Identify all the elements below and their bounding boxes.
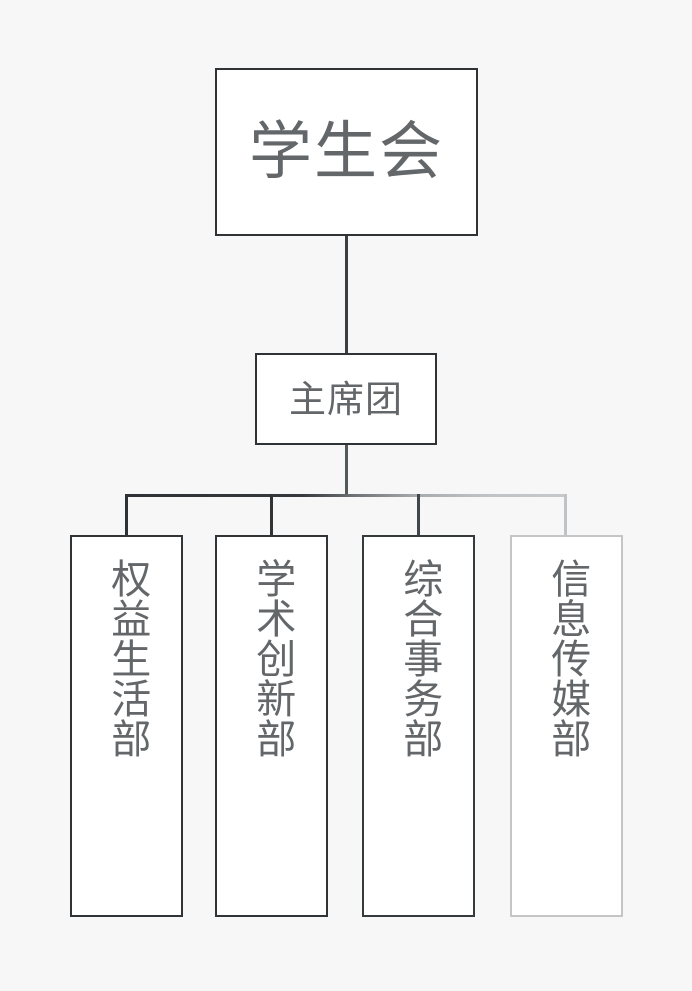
org-node-root[interactable]: 学生会 — [215, 68, 478, 236]
org-node-department-academic-innovation[interactable]: 学术创新部 — [215, 535, 328, 917]
org-node-root-label: 学生会 — [249, 116, 444, 187]
connector-drop-department-3 — [417, 494, 420, 535]
connector-horizontal-bus — [125, 494, 567, 497]
connector-drop-department-4 — [564, 494, 567, 535]
org-node-department-rights-and-life[interactable]: 权益生活部 — [70, 535, 183, 917]
org-node-department-information-media[interactable]: 信息传媒部 — [510, 535, 623, 917]
org-node-department-2-label: 学术创新部 — [250, 558, 295, 758]
connector-drop-department-2 — [270, 494, 273, 535]
org-node-presidium[interactable]: 主席团 — [255, 353, 437, 445]
org-node-department-4-label: 信息传媒部 — [545, 558, 590, 758]
org-node-department-3-label: 综合事务部 — [397, 558, 442, 758]
org-node-presidium-label: 主席团 — [289, 378, 403, 420]
org-node-department-1-label: 权益生活部 — [105, 558, 150, 758]
connector-root-to-presidium — [345, 236, 348, 354]
org-node-department-general-affairs[interactable]: 综合事务部 — [362, 535, 475, 917]
connector-presidium-to-bus — [345, 445, 348, 496]
connector-drop-department-1 — [125, 494, 128, 535]
